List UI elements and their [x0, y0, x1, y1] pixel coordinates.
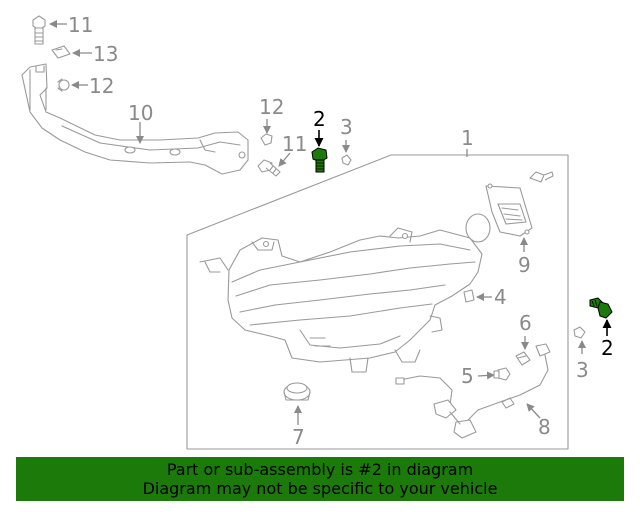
callout-7: 7 — [292, 425, 305, 449]
callout-2-mid: 2 — [313, 107, 326, 131]
part-11-bolt-mid — [257, 159, 281, 177]
part-10-bracket — [21, 63, 249, 175]
parts-diagram: 11 13 12 10 12 11 2 — [21, 13, 614, 450]
callout-12-top: 12 — [89, 74, 114, 98]
part-13-clip — [51, 45, 71, 59]
banner-line-2: Diagram may not be specific to your vehi… — [142, 479, 498, 498]
part-3-clip-mid — [341, 154, 352, 166]
callout-2-right: 2 — [601, 336, 614, 360]
callout-6: 6 — [519, 311, 532, 335]
headlamp-assembly-box — [186, 154, 569, 450]
part-8-harness — [395, 343, 551, 439]
part-6-socket — [515, 351, 531, 366]
headlamp-housing — [199, 227, 483, 373]
callout-11-mid: 11 — [282, 132, 307, 156]
part-12-nut-top — [57, 78, 70, 92]
part-9-module — [465, 183, 533, 243]
callout-8: 8 — [538, 415, 551, 439]
leader-11-mid — [278, 152, 291, 167]
callout-11-top: 11 — [68, 13, 93, 37]
part-2-bolt-right-highlighted — [589, 297, 613, 319]
leader-5 — [477, 371, 495, 380]
callout-3-right: 3 — [576, 358, 589, 382]
callout-9: 9 — [518, 253, 531, 277]
banner-line-1: Part or sub-assembly is #2 in diagram — [166, 460, 474, 479]
part-12-nut-mid — [260, 133, 273, 146]
callout-3-mid: 3 — [340, 115, 353, 139]
part-5-bulb — [493, 367, 511, 381]
info-banner: Part or sub-assembly is #2 in diagram Di… — [16, 457, 624, 501]
callout-10: 10 — [128, 101, 153, 125]
callout-12-mid: 12 — [259, 95, 284, 119]
part-11-bolt-top — [32, 15, 46, 45]
part-3-clip-right — [573, 326, 586, 339]
callout-13: 13 — [93, 42, 118, 66]
leader-8 — [526, 403, 541, 419]
callout-1: 1 — [461, 126, 474, 150]
part-9-bolt — [529, 171, 554, 183]
callout-5: 5 — [461, 364, 474, 388]
part-7-grommet — [283, 382, 311, 401]
part-2-bolt-mid-highlighted — [311, 147, 328, 173]
part-4-pad — [463, 289, 475, 303]
callout-4: 4 — [494, 285, 507, 309]
